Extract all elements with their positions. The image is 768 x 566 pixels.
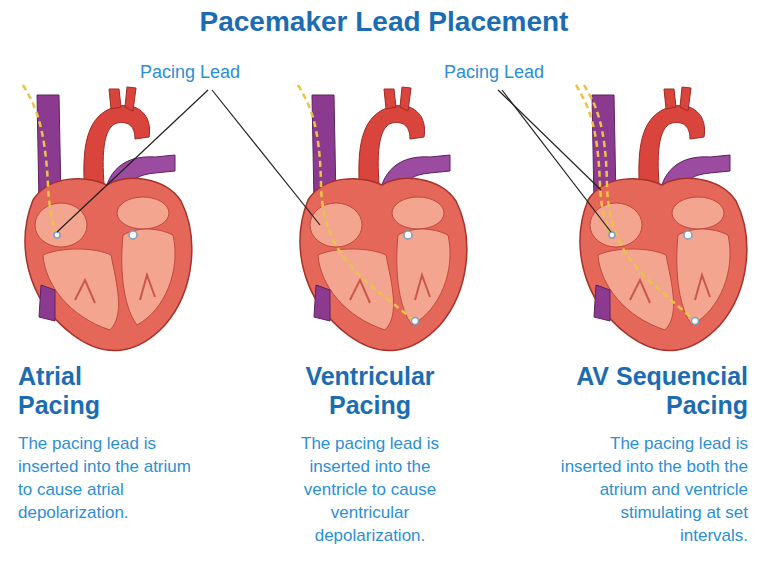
section-heading: AV Sequencial Pacing bbox=[540, 362, 748, 420]
callout-label: Pacing Lead bbox=[140, 62, 240, 83]
section-body: The pacing lead is inserted into the ven… bbox=[285, 432, 455, 547]
callout-label: Pacing Lead bbox=[444, 62, 544, 83]
section-heading: Ventricular Pacing bbox=[280, 362, 460, 420]
diagram-title: Pacemaker Lead Placement bbox=[0, 6, 768, 38]
section-body: The pacing lead is inserted into the bot… bbox=[555, 432, 748, 547]
section-body: The pacing lead is inserted into the atr… bbox=[18, 432, 198, 524]
section-heading: Atrial Pacing bbox=[18, 362, 128, 420]
